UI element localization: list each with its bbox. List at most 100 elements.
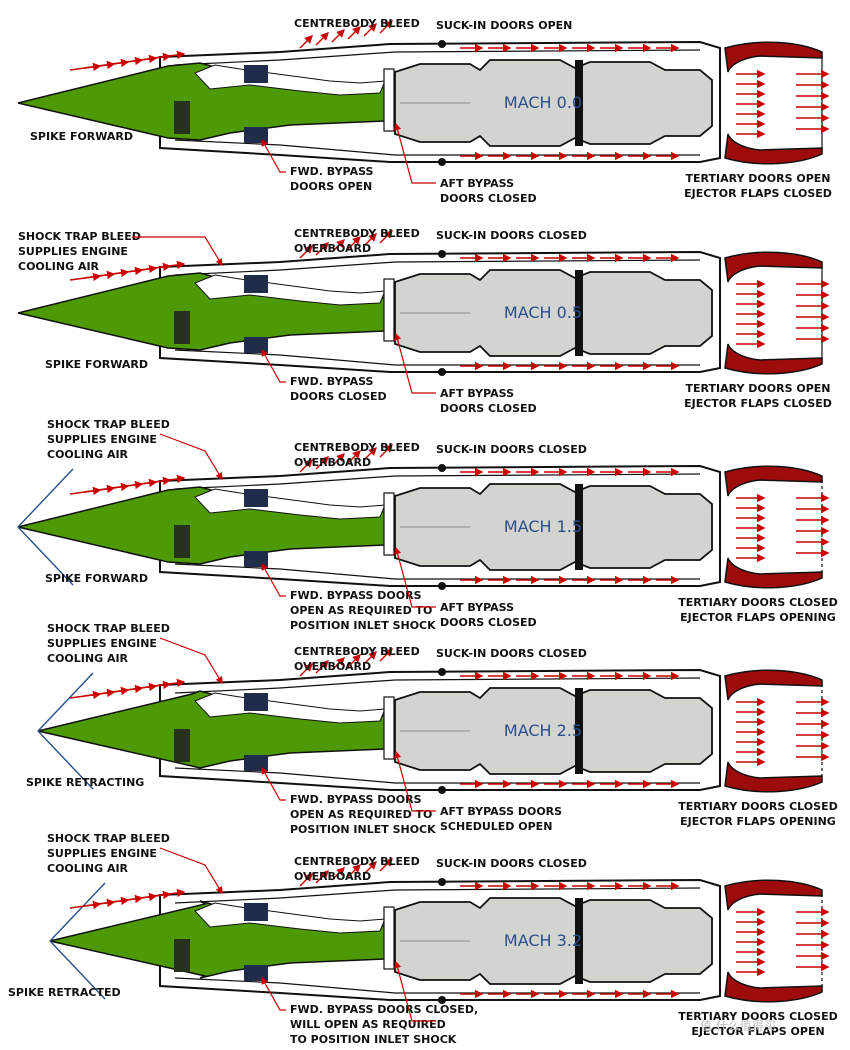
fwd-bypass-door-upper (244, 489, 268, 507)
aft-bypass-doors-label-line: AFT BYPASS DOORS (440, 805, 562, 818)
aft-bypass-doors-label-line: DOORS CLOSED (440, 402, 537, 415)
fwd-bypass-doors-label-line: POSITION INLET SHOCK (290, 823, 436, 836)
nozzle-lower-lip (724, 343, 823, 375)
engine-flange (575, 484, 583, 570)
fwd-bypass-doors-label-line: WILL OPEN AS REQUIRED (290, 1018, 446, 1031)
suck-in-door-pivot (438, 250, 446, 258)
airflow-arrow (331, 239, 345, 253)
suck-in-doors-label-line: SUCK-IN DOORS CLOSED (436, 857, 587, 870)
nacelle-inner-wall (174, 677, 701, 784)
spike-position-label: SPIKE RETRACTING (26, 776, 144, 789)
shock-trap-grid (174, 525, 190, 558)
mach-number-label: MACH 0.5 (504, 303, 582, 322)
airflow-arrow (299, 663, 313, 677)
engine-core (394, 483, 713, 571)
fwd-bypass-door-upper (244, 693, 268, 711)
suck-in-doors-label-line: SUCK-IN DOORS CLOSED (436, 229, 587, 242)
nozzle-upper-lip (724, 879, 823, 911)
suck-in-doors-label-line: SUCK-IN DOORS OPEN (436, 19, 572, 32)
airflow-arrow (153, 474, 186, 484)
airflow-arrow (153, 678, 186, 688)
suck-in-door-pivot (438, 158, 446, 166)
airflow-arrow (315, 32, 329, 46)
shock-trap-label-line: SHOCK TRAP BLEED (18, 230, 141, 243)
centrebody-bleed-label: CENTREBODY BLEED (294, 17, 420, 30)
airflow-arrow (331, 867, 345, 881)
callout-leader (261, 976, 286, 1011)
shock-line-lower (17, 526, 74, 586)
shock-trap-label-line: SHOCK TRAP BLEED (47, 832, 170, 845)
watermark-text: 值 什么值得买 (700, 1018, 776, 1033)
airflow-arrow (315, 660, 329, 674)
airflow-arrow (153, 50, 186, 60)
centrebody-bleed-label-line: OVERBOARD (294, 660, 371, 673)
centrebody-bleed-label-line: CENTREBODY BLEED (294, 645, 420, 658)
spike-position-label-line: SPIKE FORWARD (45, 358, 148, 371)
tertiary-ejector-label-line: EJECTOR FLAPS OPENING (680, 815, 836, 828)
shock-trap-label-line: COOLING AIR (47, 448, 129, 461)
airflow-arrow (153, 260, 186, 270)
suck-in-doors-label: SUCK-IN DOORS CLOSED (436, 229, 587, 242)
airflow-arrow (153, 888, 186, 898)
callout-leader (394, 332, 436, 394)
callout-leader (159, 847, 223, 895)
spike-position-label: SPIKE FORWARD (45, 358, 148, 371)
suck-in-door-pivot (438, 996, 446, 1004)
airflow-arrow (315, 456, 329, 470)
airflow-arrow (379, 648, 393, 662)
spike-position-label: SPIKE FORWARD (45, 572, 148, 585)
shock-trap-label-line: COOLING AIR (47, 862, 129, 875)
mach-number-label: MACH 1.5 (504, 517, 582, 536)
mach-number-label: MACH 0.0 (504, 93, 582, 112)
aft-bypass-doors-label-line: DOORS CLOSED (440, 616, 537, 629)
shock-line-upper (49, 882, 106, 942)
shock-line-lower (37, 730, 94, 790)
suck-in-door-pivot (438, 878, 446, 886)
airflow-arrow (347, 236, 361, 250)
shock-trap-grid (174, 729, 190, 762)
spike-position-label: SPIKE FORWARD (30, 130, 133, 143)
airflow-arrow (347, 864, 361, 878)
airflow-arrow (363, 651, 377, 665)
airflow-arrow (363, 233, 377, 247)
fwd-bypass-door-lower (244, 551, 268, 567)
centrebody-bleed-label-line: CENTREBODY BLEED (294, 441, 420, 454)
callout-leader (261, 766, 286, 801)
engine-panel: CENTREBODY BLEED OVERBOARD SUCK-IN DOORS C… (26, 622, 838, 836)
airflow-arrow (315, 242, 329, 256)
airflow-arrow (379, 858, 393, 872)
nozzle-lower-lip (724, 557, 823, 589)
tertiary-ejector-label-line: EJECTOR FLAPS CLOSED (684, 397, 832, 410)
airflow-arrow (347, 654, 361, 668)
engine-core (394, 59, 713, 147)
shock-trap-grid (174, 101, 190, 134)
shock-trap-grid (174, 939, 190, 972)
fwd-bypass-door-lower (244, 755, 268, 771)
aft-bypass-doors-label-line: SCHEDULED OPEN (440, 820, 552, 833)
airflow-arrow (363, 23, 377, 37)
airflow-arrow (299, 35, 313, 49)
suck-in-doors-label-line: SUCK-IN DOORS CLOSED (436, 647, 587, 660)
shock-trap-label-line: SUPPLIES ENGINE (47, 637, 157, 650)
tertiary-ejector-label-line: TERTIARY DOORS CLOSED (678, 1010, 837, 1023)
centrebody-bleed-label-line: OVERBOARD (294, 242, 371, 255)
nacelle-inner-wall (174, 49, 701, 156)
fwd-bypass-doors-label-line: OPEN AS REQUIRED TO (290, 604, 432, 617)
fwd-bypass-doors-label-line: TO POSITION INLET SHOCK (290, 1033, 457, 1046)
fwd-bypass-doors-label-line: DOORS OPEN (290, 180, 372, 193)
suck-in-doors-label: SUCK-IN DOORS CLOSED (436, 857, 587, 870)
spike-position-label: SPIKE RETRACTED (8, 986, 121, 999)
callout-leader (261, 562, 286, 597)
nozzle-upper-lip (724, 41, 823, 73)
